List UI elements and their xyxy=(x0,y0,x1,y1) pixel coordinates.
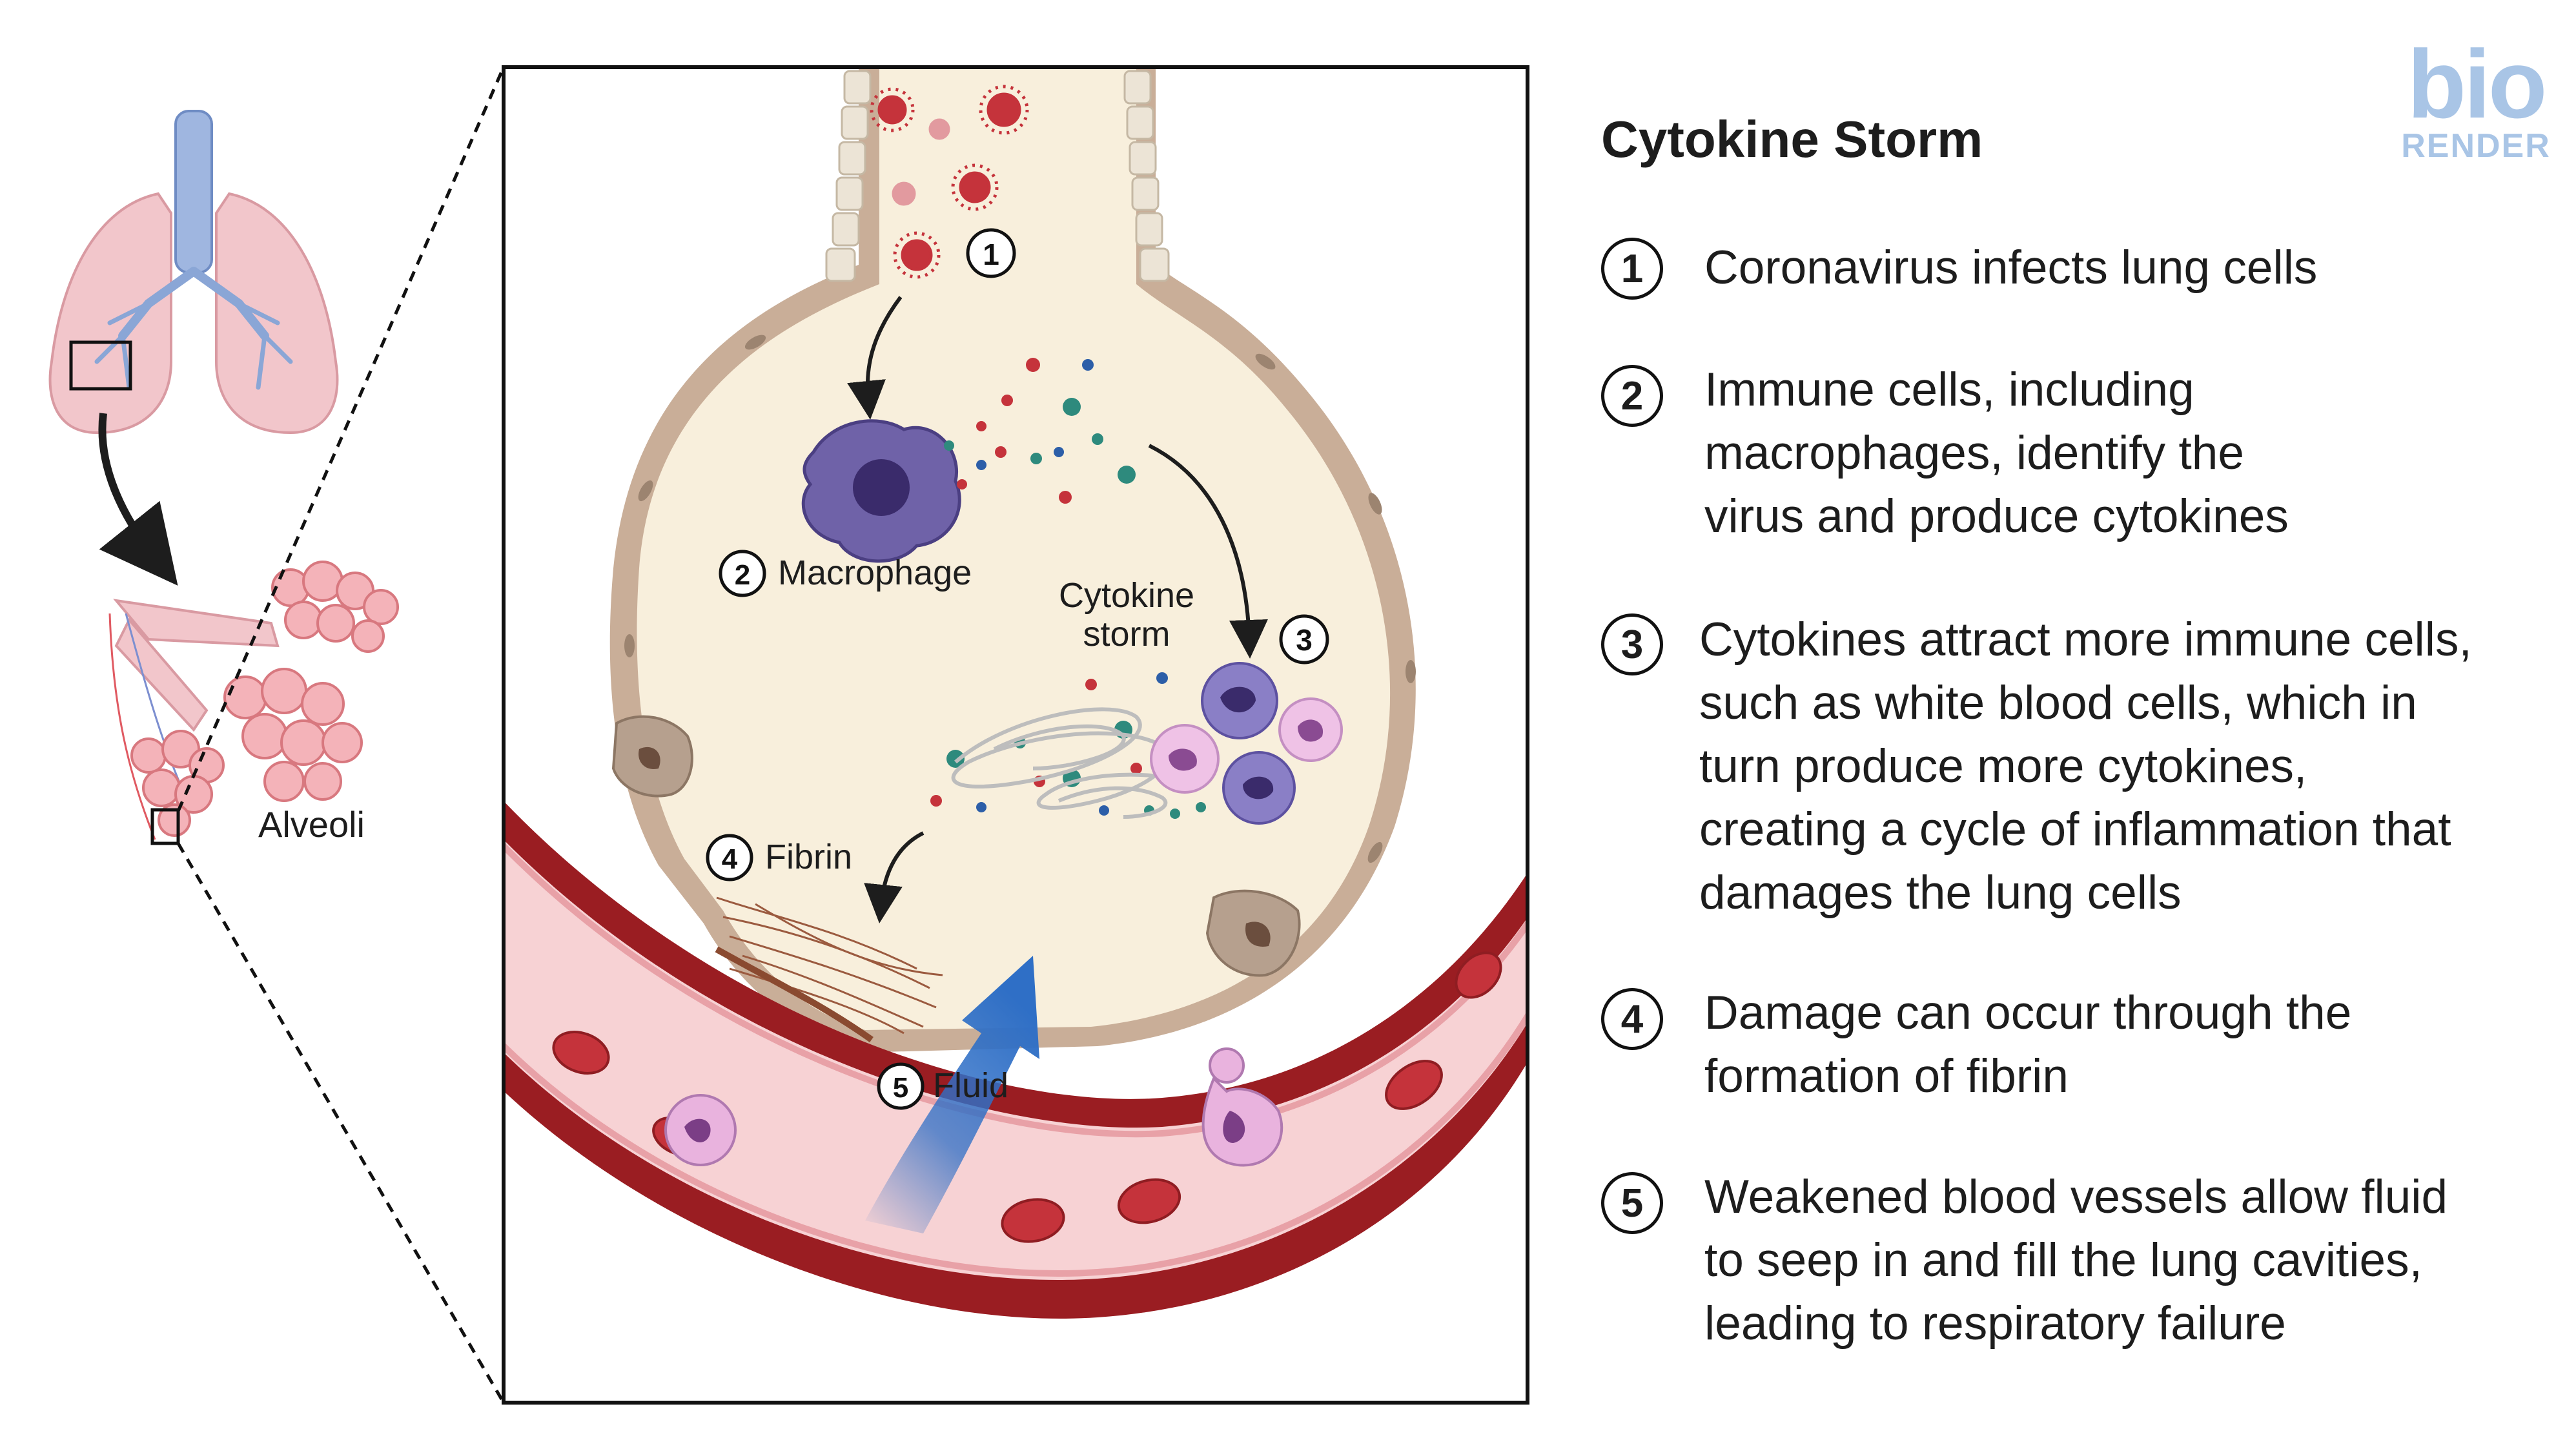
step-4-badge: 4 xyxy=(1601,988,1663,1050)
zoom-guide-top xyxy=(176,66,506,812)
panel-title: Cytokine Storm xyxy=(1601,110,1983,168)
step-2-badge: 2 xyxy=(1601,365,1663,427)
svg-text:4: 4 xyxy=(722,843,738,875)
svg-text:Fluid: Fluid xyxy=(933,1066,1008,1105)
diagram-macrophage-label: 2 Macrophage xyxy=(719,550,972,597)
svg-text:5: 5 xyxy=(893,1072,908,1104)
zoom-box-alveoli xyxy=(150,808,180,845)
step-5-badge: 5 xyxy=(1601,1172,1663,1234)
alveoli-label: Alveoli xyxy=(258,804,365,845)
svg-text:2: 2 xyxy=(735,559,750,591)
damaged-cell-icon xyxy=(1205,889,1301,977)
red-blood-cell-icon xyxy=(552,951,1502,1243)
alveolus-icon xyxy=(609,67,1416,1053)
svg-text:storm: storm xyxy=(1083,615,1170,654)
step-4-text: Damage can occur through the formation o… xyxy=(1704,987,2352,1102)
diagram-cytokine-storm-label: Cytokine storm xyxy=(1059,576,1194,654)
zoom-panel-border xyxy=(502,65,1529,1405)
macrophage-icon xyxy=(801,419,961,563)
white-blood-cell-icon xyxy=(664,1094,737,1166)
virus-to-macrophage-arrow xyxy=(847,296,903,420)
zoom-arrow-icon xyxy=(98,413,178,586)
biorender-logo: bio RENDER xyxy=(2392,30,2560,165)
fibrin-strands-icon xyxy=(716,896,943,1035)
step-1-text: Coronavirus infects lung cells xyxy=(1704,242,2318,294)
white-blood-cells-icon xyxy=(1150,662,1343,825)
step-3-text: Cytokines attract more immune cells, suc… xyxy=(1699,613,2472,919)
diagram-step-1-badge: 1 xyxy=(966,228,1016,278)
step-1-badge: 1 xyxy=(1601,238,1663,300)
svg-text:Fibrin: Fibrin xyxy=(765,838,852,876)
logo-main: bio xyxy=(2407,30,2548,138)
damaged-cell-icon xyxy=(611,715,693,798)
zoom-guide-bottom xyxy=(176,842,506,1404)
alveoli-cluster-icon xyxy=(108,561,399,845)
svg-text:3: 3 xyxy=(1296,623,1313,657)
storm-to-fibrin-arrow xyxy=(864,831,925,923)
diagram-step-3-badge: 3 xyxy=(1279,614,1329,665)
lungs-icon xyxy=(48,110,339,435)
diagram-fluid-label: 5 Fluid xyxy=(877,1062,1008,1110)
logo-sub: RENDER xyxy=(2401,127,2551,165)
virus-icon xyxy=(870,85,1029,279)
svg-text:1: 1 xyxy=(983,238,999,271)
step-5-text: Weakened blood vessels allow fluid to se… xyxy=(1704,1171,2448,1350)
cytokine-to-cells-arrow xyxy=(1148,444,1268,659)
cytokine-storm-swirl-icon xyxy=(951,707,1189,819)
diagram-fibrin-label: 4 Fibrin xyxy=(706,834,852,881)
trachea-icon xyxy=(94,110,293,390)
blood-vessel-icon xyxy=(504,801,1528,1319)
step-2-text: Immune cells, including macrophages, ide… xyxy=(1704,364,2289,542)
zoom-box-lung xyxy=(69,340,132,391)
svg-text:Cytokine: Cytokine xyxy=(1059,576,1194,615)
svg-text:Macrophage: Macrophage xyxy=(778,553,972,592)
step-3-badge: 3 xyxy=(1601,613,1663,675)
fluid-arrow-icon xyxy=(865,956,1039,1233)
migrating-neutrophil-icon xyxy=(1201,1047,1283,1167)
